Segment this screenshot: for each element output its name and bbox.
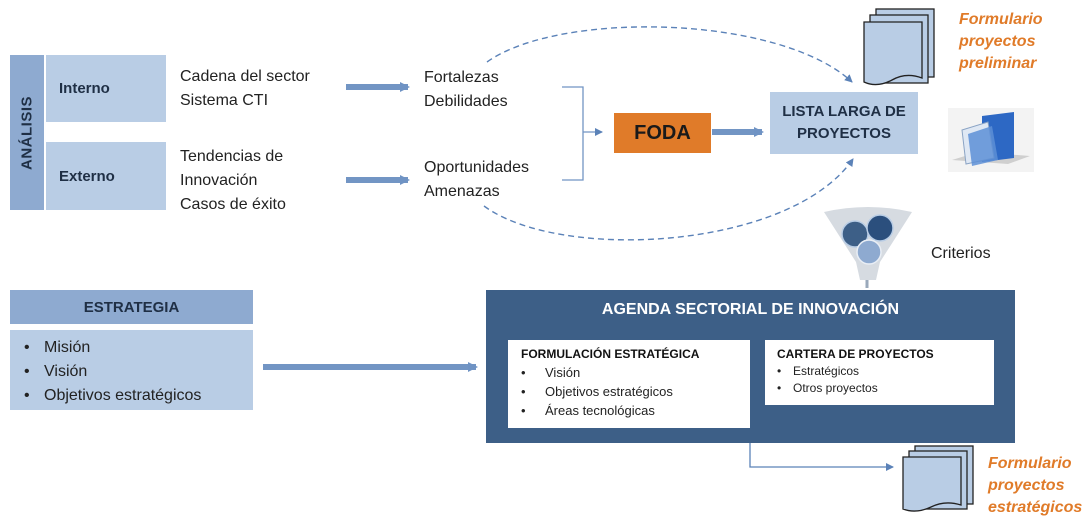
doc-sheet-front bbox=[902, 456, 962, 512]
analisis-label-box: ANÁLISIS bbox=[10, 55, 44, 210]
formulacion-box: FORMULACIÓN ESTRATÉGICA Visión Objetivos… bbox=[508, 340, 750, 428]
externo-text: Tendencias de Innovación Casos de éxito bbox=[180, 145, 286, 217]
lista-larga-box: LISTA LARGA DE PROYECTOS bbox=[770, 92, 918, 154]
formulario-preliminar-line: preliminar bbox=[959, 55, 1037, 72]
doc-sheet-front bbox=[863, 21, 923, 86]
fortalezas-text: Fortalezas Debilidades bbox=[424, 66, 508, 114]
list-item: Visión bbox=[521, 363, 750, 382]
binder-icon bbox=[948, 108, 1034, 172]
document-stack-icon bbox=[863, 8, 935, 86]
criterios-label: Criterios bbox=[931, 245, 991, 262]
formulario-estrategicos-line: Formulario bbox=[988, 455, 1072, 472]
lista-larga-line: PROYECTOS bbox=[797, 125, 891, 142]
interno-label: Interno bbox=[59, 80, 110, 97]
interno-text-line: Sistema CTI bbox=[180, 92, 269, 109]
formulario-preliminar-line: proyectos bbox=[959, 33, 1036, 50]
estrategia-header: ESTRATEGIA bbox=[10, 290, 253, 324]
oportunidades-line: Oportunidades bbox=[424, 159, 529, 176]
list-item: Áreas tecnológicas bbox=[521, 401, 750, 420]
externo-label: Externo bbox=[59, 167, 115, 185]
externo-text-line: Innovación bbox=[180, 172, 258, 189]
binder-front bbox=[968, 126, 998, 166]
estrategia-title: ESTRATEGIA bbox=[83, 298, 180, 316]
bracket-to-foda bbox=[562, 86, 602, 181]
formulario-preliminar-text: Formulario proyectos preliminar bbox=[959, 9, 1043, 75]
dashed-arc-bottom bbox=[483, 158, 854, 241]
funnel-icon bbox=[824, 207, 912, 280]
cartera-box: CARTERA DE PROYECTOS Estratégicos Otros … bbox=[765, 340, 994, 405]
agenda-box: AGENDA SECTORIAL DE INNOVACIÓN FORMULACI… bbox=[486, 290, 1015, 443]
connector-agenda-formulario bbox=[749, 443, 894, 471]
interno-box: Interno bbox=[46, 55, 166, 122]
list-item: Otros proyectos bbox=[777, 380, 994, 397]
externo-box: Externo bbox=[46, 142, 166, 210]
amenazas-line: Amenazas bbox=[424, 183, 500, 200]
lista-larga-line: LISTA LARGA DE bbox=[782, 103, 906, 120]
dashed-arc-top bbox=[486, 26, 853, 83]
cartera-list: Estratégicos Otros proyectos bbox=[777, 363, 994, 397]
externo-text-line: Casos de éxito bbox=[180, 196, 286, 213]
estrategia-body: Misión Visión Objetivos estratégicos bbox=[10, 330, 253, 410]
debilidades-line: Debilidades bbox=[424, 93, 508, 110]
funnel-ball-right bbox=[866, 214, 894, 242]
externo-text-line: Tendencias de bbox=[180, 148, 284, 165]
analisis-label: ANÁLISIS bbox=[18, 95, 36, 170]
formulario-estrategicos-text: Formulario proyectos estratégicos bbox=[988, 453, 1082, 519]
funnel-ball-bottom bbox=[856, 239, 882, 265]
formulario-estrategicos-line: proyectos bbox=[988, 477, 1065, 494]
foda-box: FODA bbox=[614, 113, 711, 153]
list-item: Objetivos estratégicos bbox=[521, 382, 750, 401]
list-item: Visión bbox=[24, 360, 201, 384]
list-item: Objetivos estratégicos bbox=[24, 384, 201, 408]
estrategia-list: Misión Visión Objetivos estratégicos bbox=[24, 336, 201, 408]
document-stack-icon-bottom bbox=[902, 445, 974, 512]
formulario-estrategicos-line: estratégicos bbox=[988, 499, 1083, 516]
interno-text-line: Cadena del sector bbox=[180, 68, 310, 85]
oportunidades-text: Oportunidades Amenazas bbox=[424, 156, 529, 204]
formulario-preliminar-line: Formulario bbox=[959, 11, 1043, 28]
fortalezas-line: Fortalezas bbox=[424, 69, 499, 86]
formulacion-list: Visión Objetivos estratégicos Áreas tecn… bbox=[521, 363, 750, 420]
formulacion-title: FORMULACIÓN ESTRATÉGICA bbox=[521, 347, 700, 361]
foda-label: FODA bbox=[634, 121, 691, 144]
cartera-title: CARTERA DE PROYECTOS bbox=[777, 347, 934, 361]
list-item: Estratégicos bbox=[777, 363, 994, 380]
list-item: Misión bbox=[24, 336, 201, 360]
interno-text: Cadena del sector Sistema CTI bbox=[180, 65, 310, 113]
agenda-title: AGENDA SECTORIAL DE INNOVACIÓN bbox=[601, 301, 900, 318]
